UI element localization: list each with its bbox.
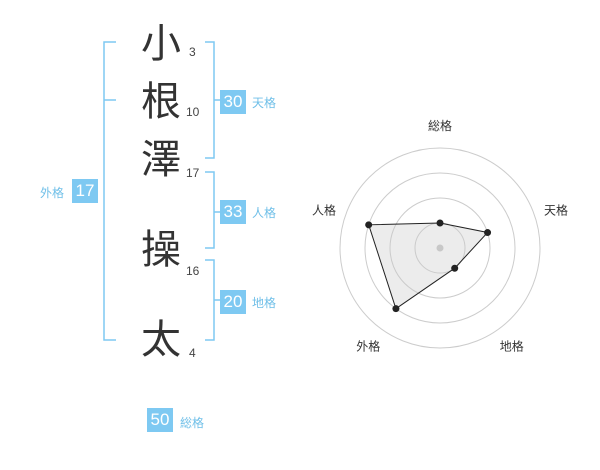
name-char-5: 太 — [141, 317, 181, 363]
radar-axis-label: 地格 — [500, 339, 524, 354]
tenkaku-label: 天格 — [252, 96, 277, 110]
radar-polygon — [368, 222, 489, 310]
radar-center-dot — [436, 244, 444, 252]
stroke-count-3: 17 — [186, 166, 200, 180]
radar-axis-label: 外格 — [356, 339, 380, 354]
stroke-count-1: 3 — [189, 45, 196, 59]
radar-point — [365, 221, 373, 229]
soukaku-value: 50 — [147, 408, 173, 432]
gaikaku-value: 17 — [72, 179, 98, 203]
name-char-4: 操 — [141, 227, 181, 273]
jinkaku-value: 33 — [220, 200, 246, 224]
stroke-count-5: 4 — [189, 346, 196, 360]
jinkaku-label: 人格 — [252, 206, 277, 220]
stroke-count-2: 10 — [186, 105, 200, 119]
radar-points — [365, 219, 492, 313]
chikaku-bracket — [205, 259, 220, 341]
stroke-count-4: 16 — [186, 264, 200, 278]
radar-ring — [364, 172, 516, 324]
radar-point — [484, 229, 492, 237]
radar-point — [392, 305, 400, 313]
gaikaku-label: 外格 — [40, 186, 65, 200]
radar-ring — [389, 197, 491, 299]
radar-ring — [339, 147, 541, 349]
radar-axis-label: 総格 — [428, 118, 452, 133]
soukaku-label: 総格 — [180, 416, 205, 430]
name-char-3: 澤 — [141, 137, 181, 183]
radar-axis-label: 人格 — [312, 202, 336, 217]
tenkaku-value: 30 — [220, 90, 246, 114]
name-char-1: 小 — [141, 21, 181, 67]
tenkaku-bracket — [205, 41, 220, 159]
radar-point — [436, 219, 444, 227]
radar-axis-label: 天格 — [544, 202, 568, 217]
radar-area — [368, 222, 489, 310]
jinkaku-bracket — [205, 171, 220, 249]
radar-point — [451, 264, 459, 272]
chikaku-value: 20 — [220, 290, 246, 314]
gaikaku-bracket — [103, 41, 116, 341]
chikaku-label: 地格 — [252, 296, 277, 310]
name-char-2: 根 — [141, 79, 181, 125]
